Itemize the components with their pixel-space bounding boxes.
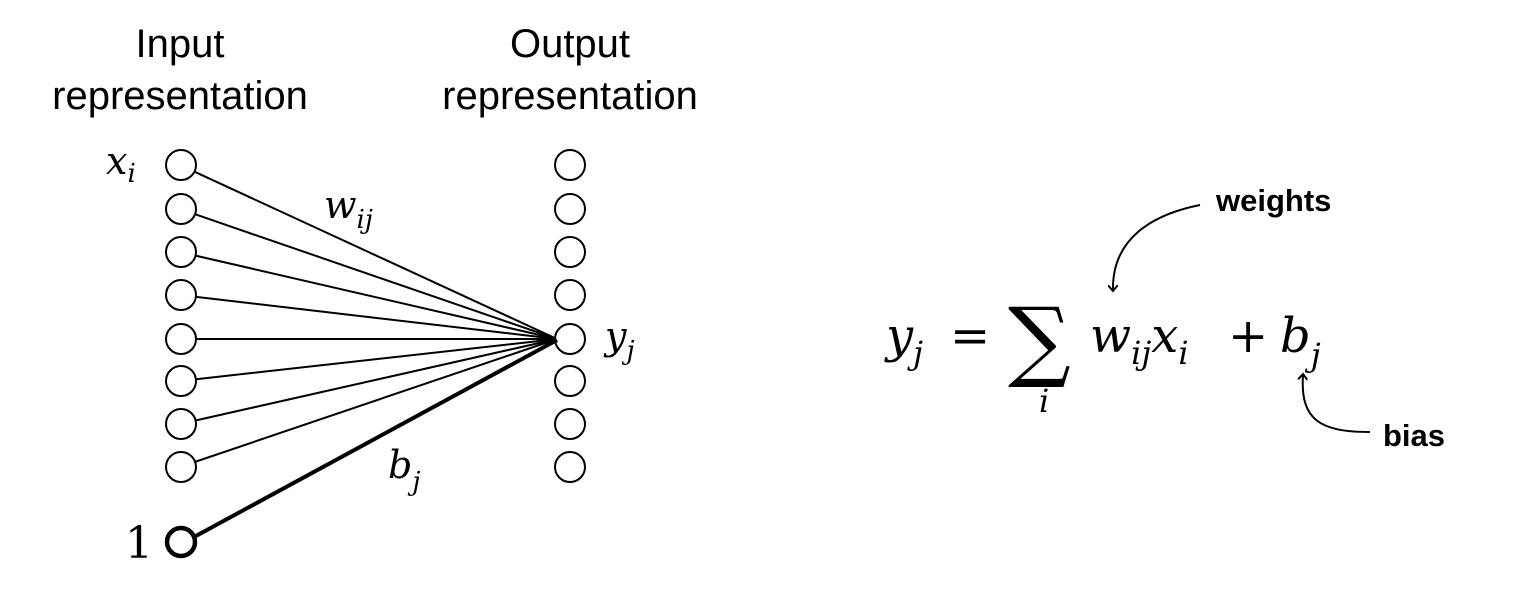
input-node	[165, 365, 197, 397]
output-node	[554, 236, 586, 268]
output-node-label: yj	[603, 314, 635, 366]
equation-b-symbol: b	[1280, 308, 1311, 364]
input-representation-header: Input representation	[40, 18, 320, 122]
weight-connection	[194, 338, 558, 381]
equation: yj = ∑ i wijxi + bj	[884, 288, 1321, 420]
input-node	[165, 279, 197, 311]
input-node-subscript: i	[127, 159, 135, 189]
equation-x-subscript: i	[1178, 334, 1188, 372]
output-node	[554, 451, 586, 483]
summation-symbol: ∑	[1008, 288, 1071, 391]
weight-connection	[194, 295, 558, 340]
input-node	[165, 323, 197, 355]
input-node	[165, 236, 197, 268]
output-node	[554, 365, 586, 397]
weight-label: wij	[324, 183, 373, 235]
output-node	[554, 279, 586, 311]
input-node	[165, 149, 197, 181]
equation-weighted-term: wijxi	[1090, 308, 1189, 372]
bias-annotation: bias	[1383, 418, 1445, 453]
connection-lines	[194, 171, 558, 463]
bias-connection	[193, 338, 558, 539]
input-node	[165, 193, 197, 225]
output-node	[554, 193, 586, 225]
output-representation-header: Output representation	[420, 18, 720, 122]
weight-connection	[194, 254, 558, 340]
equation-x-symbol: x	[1151, 308, 1178, 364]
equation-lhs: yj	[884, 308, 923, 372]
equation-w-subscript: ij	[1131, 334, 1151, 372]
summation-index: i	[1039, 382, 1049, 420]
bias-arrow	[1303, 375, 1371, 433]
equation-equals: =	[950, 308, 990, 364]
input-header-line-1: Input	[135, 22, 225, 66]
weight-symbol: w	[324, 183, 357, 227]
weights-annotation: weights	[1215, 183, 1331, 218]
equation-bias-term: bj	[1280, 308, 1321, 374]
input-node-label: xi	[106, 139, 136, 189]
weight-connection	[194, 213, 558, 340]
output-header-line-2: representation	[442, 74, 698, 118]
input-header-line-2: representation	[52, 74, 308, 118]
bias-node-value: 1	[125, 518, 153, 569]
input-node-symbol: x	[106, 139, 127, 183]
output-nodes	[554, 149, 586, 483]
output-node-symbol: y	[603, 314, 627, 358]
bias-node	[164, 525, 198, 559]
equation-plus: +	[1228, 308, 1268, 364]
weight-connection	[194, 338, 558, 422]
bias-symbol: b	[388, 443, 412, 487]
input-node	[165, 408, 197, 440]
output-node	[554, 149, 586, 181]
equation-lhs-symbol: y	[884, 308, 914, 364]
bias-label: bj	[388, 443, 420, 497]
output-node	[554, 408, 586, 440]
equation-w-symbol: w	[1090, 308, 1131, 364]
weights-arrow	[1113, 204, 1201, 290]
weight-subscript: ij	[357, 205, 373, 235]
output-node	[554, 323, 586, 355]
weight-connection	[194, 338, 558, 463]
input-node	[165, 451, 197, 483]
output-header-line-1: Output	[509, 22, 631, 66]
weight-connection	[194, 171, 558, 340]
input-nodes	[165, 149, 197, 483]
